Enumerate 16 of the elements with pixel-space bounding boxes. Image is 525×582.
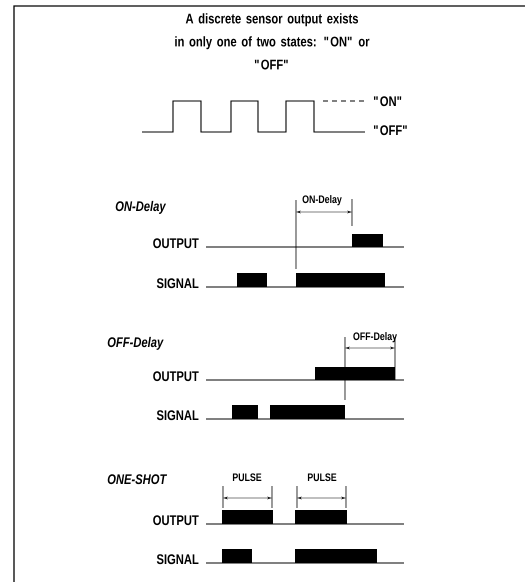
section-heading: ONE-SHOT [108, 474, 168, 484]
dimension-label: OFF-Delay [353, 332, 397, 342]
dimension-label: PULSE [232, 473, 262, 482]
dimension-label: ON-Delay [302, 195, 342, 206]
section-heading: OFF-Delay [108, 336, 164, 350]
section-heading: ON-Delay [116, 200, 166, 214]
signal-name: SIGNAL [156, 278, 198, 288]
signal-name: OUTPUT [153, 371, 199, 382]
signal-name: SIGNAL [156, 410, 198, 420]
signal-name: OUTPUT [153, 238, 199, 248]
signal-name: OUTPUT [153, 515, 199, 526]
state-label: "OFF" [374, 125, 407, 136]
title: A discrete sensor output exists in only one of two states: "ON" or "OFF" [175, 13, 370, 70]
signal-name: SIGNAL [156, 554, 198, 564]
state-label: "ON" [374, 96, 402, 106]
dimension-label: PULSE [308, 473, 336, 482]
